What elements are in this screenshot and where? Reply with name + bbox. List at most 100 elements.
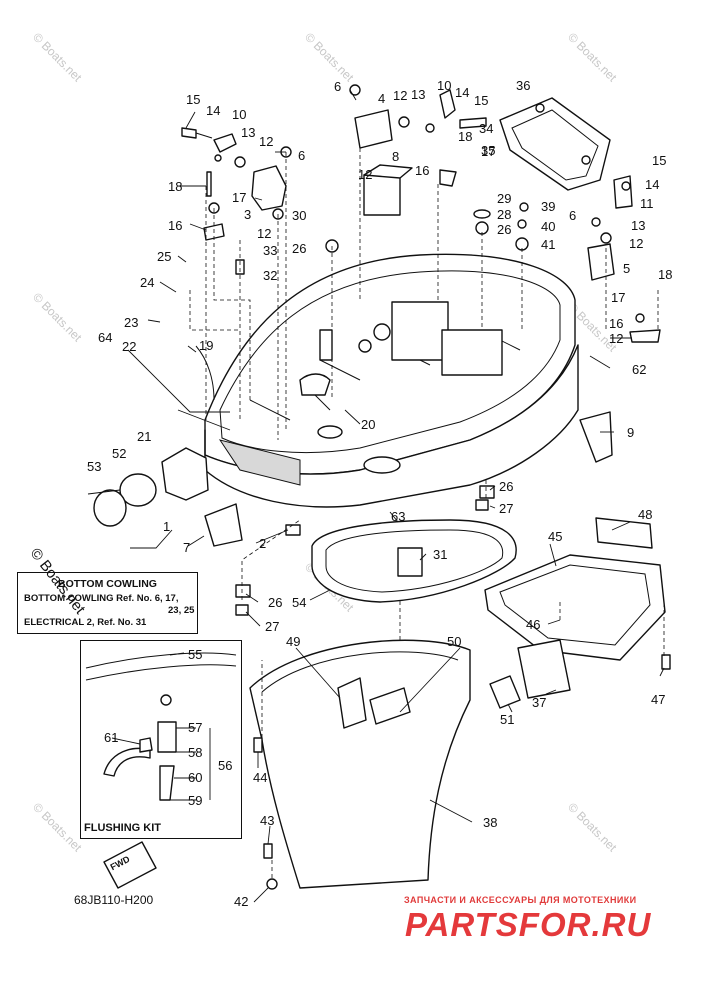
bolt-43 bbox=[263, 843, 273, 859]
fastener-column bbox=[235, 202, 529, 275]
flushing-kit-title: FLUSHING KIT bbox=[84, 822, 161, 834]
callout-10: 10 bbox=[232, 107, 247, 122]
shop-tagline: ЗАПЧАСТИ И АКСЕССУАРЫ ДЛЯ МОТОТЕХНИКИ bbox=[404, 895, 637, 905]
callout-38: 38 bbox=[483, 815, 498, 830]
callout-29: 29 bbox=[497, 191, 512, 206]
part-7 bbox=[204, 503, 243, 547]
callout-23: 23 bbox=[124, 315, 139, 330]
callout-24: 24 bbox=[140, 275, 155, 290]
callout-53: 53 bbox=[87, 459, 102, 474]
callout-18: 18 bbox=[458, 129, 473, 144]
nut-42 bbox=[266, 878, 278, 890]
callout-49: 49 bbox=[286, 634, 301, 649]
callout-18: 18 bbox=[168, 179, 183, 194]
callout-12: 12 bbox=[358, 167, 373, 182]
callout-19: 19 bbox=[199, 338, 214, 353]
bracket-45 bbox=[484, 554, 666, 661]
callout-45: 45 bbox=[548, 529, 563, 544]
label-plate-line3: ELECTRICAL 2, Ref. No. 31 bbox=[24, 617, 147, 628]
callout-52: 52 bbox=[112, 446, 127, 461]
callout-27: 27 bbox=[265, 619, 280, 634]
bottom-cowling bbox=[204, 253, 579, 508]
callout-40: 40 bbox=[541, 219, 556, 234]
callout-13: 13 bbox=[631, 218, 646, 233]
diagram-code: 68JB110-H200 bbox=[74, 893, 154, 907]
callout-60: 60 bbox=[188, 770, 203, 785]
label-plate-line2: 23, 25 bbox=[168, 605, 195, 616]
part-51 bbox=[489, 675, 521, 709]
callout-14: 14 bbox=[455, 85, 470, 100]
callout-13: 13 bbox=[241, 125, 256, 140]
flushing-kit-box bbox=[80, 640, 242, 839]
callout-12: 12 bbox=[609, 331, 624, 346]
callout-17: 17 bbox=[611, 290, 626, 305]
bracket-assembly-top bbox=[349, 84, 487, 216]
callout-12: 12 bbox=[257, 226, 272, 241]
callout-10: 10 bbox=[437, 78, 452, 93]
callout-50: 50 bbox=[447, 634, 462, 649]
callout-17: 17 bbox=[232, 190, 247, 205]
callout-7: 7 bbox=[183, 540, 191, 555]
callout-6: 6 bbox=[298, 148, 306, 163]
callout-42: 42 bbox=[234, 894, 249, 909]
label-plate-title: BOTTOM COWLING bbox=[58, 578, 157, 590]
callout-6: 6 bbox=[334, 79, 342, 94]
callout-4: 4 bbox=[378, 91, 386, 106]
callout-14: 14 bbox=[206, 103, 221, 118]
callout-18: 18 bbox=[658, 267, 673, 282]
callout-58: 58 bbox=[188, 745, 203, 760]
callout-5: 5 bbox=[623, 261, 631, 276]
callout-63: 63 bbox=[391, 509, 406, 524]
callout-35: 35 bbox=[481, 143, 496, 158]
callout-6: 6 bbox=[569, 208, 577, 223]
callout-39: 39 bbox=[541, 199, 556, 214]
callout-51: 51 bbox=[500, 712, 515, 727]
callout-57: 57 bbox=[188, 720, 203, 735]
bolt-47 bbox=[661, 654, 671, 670]
callout-25: 25 bbox=[157, 249, 172, 264]
callout-62: 62 bbox=[632, 362, 647, 377]
callout-11: 11 bbox=[640, 196, 654, 211]
bracket-assembly-right bbox=[587, 175, 661, 343]
callout-54: 54 bbox=[292, 595, 307, 610]
callout-15: 15 bbox=[186, 92, 201, 107]
callout-3: 3 bbox=[244, 207, 252, 222]
label-plate-line1: BOTTOM COWLING Ref. No. 6, 17, bbox=[24, 593, 179, 604]
callout-20: 20 bbox=[361, 417, 376, 432]
callout-9: 9 bbox=[627, 425, 635, 440]
callout-15: 15 bbox=[474, 93, 489, 108]
part-9 bbox=[579, 411, 613, 463]
callout-26: 26 bbox=[497, 222, 512, 237]
callout-34: 34 bbox=[479, 121, 494, 136]
bracket-assembly-left bbox=[181, 127, 292, 241]
callout-46: 46 bbox=[526, 617, 541, 632]
callout-17: 17 bbox=[481, 144, 496, 159]
callout-26: 26 bbox=[499, 479, 514, 494]
lower-cowling bbox=[249, 639, 471, 889]
bolt-44 bbox=[253, 737, 263, 753]
callout-13: 13 bbox=[411, 87, 426, 102]
callout-33: 33 bbox=[263, 243, 278, 258]
callout-32: 32 bbox=[263, 268, 278, 283]
callout-47: 47 bbox=[651, 692, 666, 707]
callout-30: 30 bbox=[292, 208, 307, 223]
callout-12: 12 bbox=[629, 236, 644, 251]
callout-28: 28 bbox=[497, 207, 512, 222]
callout-55: 55 bbox=[188, 647, 203, 662]
callout-21: 21 bbox=[137, 429, 152, 444]
callout-44: 44 bbox=[253, 770, 268, 785]
callout-12: 12 bbox=[393, 88, 408, 103]
callout-14: 14 bbox=[645, 177, 660, 192]
callout-36: 36 bbox=[516, 78, 531, 93]
callout-56: 56 bbox=[218, 758, 233, 773]
part-31 bbox=[397, 547, 423, 577]
callout-15: 15 bbox=[652, 153, 667, 168]
callout-27: 27 bbox=[499, 501, 514, 516]
callout-12: 12 bbox=[259, 134, 274, 149]
callout-31: 31 bbox=[433, 547, 448, 562]
callout-1: 1 bbox=[163, 519, 171, 534]
part-2 bbox=[285, 524, 301, 536]
callout-43: 43 bbox=[260, 813, 275, 828]
callout-48: 48 bbox=[638, 507, 653, 522]
